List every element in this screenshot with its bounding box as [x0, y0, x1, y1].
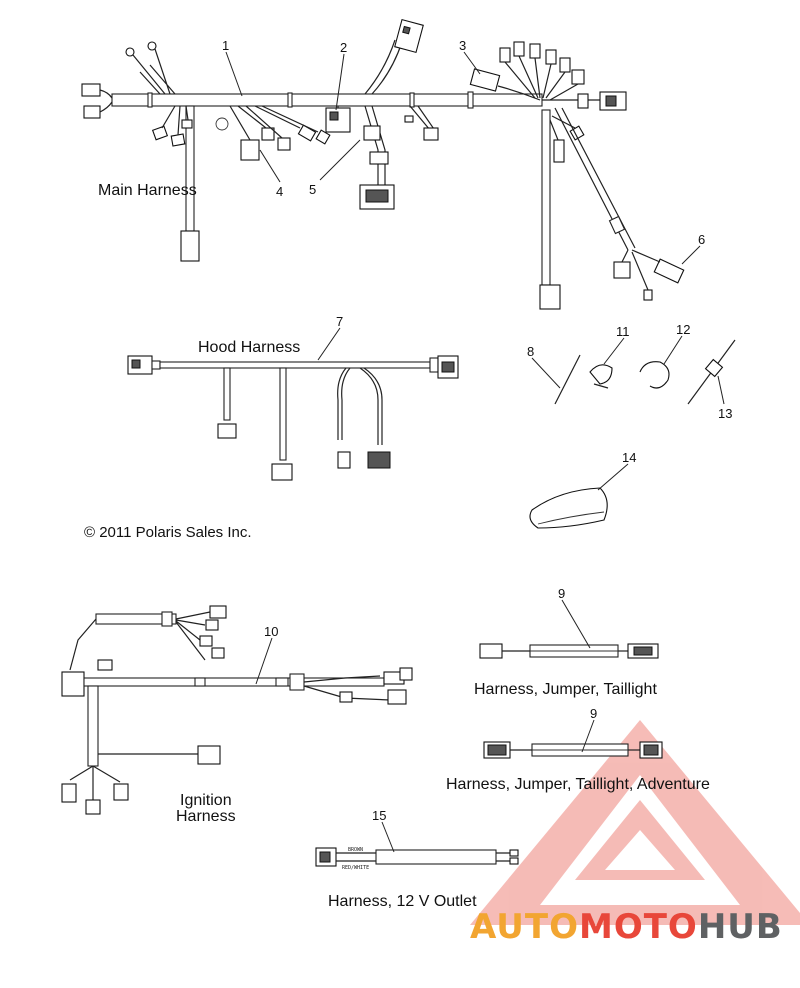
harness-labels: Main Harness Hood Harness © 2011 Polaris…	[84, 182, 710, 910]
sleeve-14	[529, 487, 608, 529]
harness-12v-outlet: BROWN RED/WHITE	[315, 847, 519, 871]
callout-1: 1	[222, 38, 229, 53]
callout-10: 10	[264, 624, 278, 639]
watermark-hub: HUB	[698, 907, 783, 947]
callout-13: 13	[718, 406, 732, 421]
hood-harness	[127, 355, 459, 481]
callout-7: 7	[336, 314, 343, 329]
callout-9-a: 9	[558, 586, 565, 601]
jumper-taillight-adventure	[483, 741, 663, 759]
label-hood-harness: Hood Harness	[198, 339, 300, 356]
watermark-logo	[470, 720, 800, 925]
callout-2: 2	[340, 40, 347, 55]
callout-14: 14	[622, 450, 636, 465]
callout-8: 8	[527, 344, 534, 359]
small-parts	[554, 339, 736, 405]
callout-12: 12	[676, 322, 690, 337]
callout-9-b: 9	[590, 706, 597, 721]
watermark-auto: AUTO	[470, 907, 579, 947]
label-main-harness: Main Harness	[98, 182, 197, 199]
label-ignition-line2: Harness	[176, 808, 236, 825]
callout-5: 5	[309, 182, 316, 197]
callout-15: 15	[372, 808, 386, 823]
ignition-harness	[61, 605, 413, 815]
label-ignition-line1: Ignition	[180, 792, 232, 809]
wire-tag-red-white: RED/WHITE	[342, 865, 369, 871]
callout-3: 3	[459, 38, 466, 53]
svg-text:AUTOMOTOHUB: AUTOMOTOHUB	[470, 907, 783, 947]
callout-numbers: 1 2 3 4 5 6 7 8 9 9 10 11 12 13 14 15	[222, 38, 732, 823]
watermark-moto: MOTO	[579, 907, 698, 947]
callout-6: 6	[698, 232, 705, 247]
copyright-text: © 2011 Polaris Sales Inc.	[84, 524, 252, 541]
callout-11: 11	[616, 324, 630, 339]
label-12v-outlet: Harness, 12 V Outlet	[328, 893, 477, 910]
watermark-wordmark: AUTOMOTOHUB	[470, 907, 783, 947]
callout-leaders	[225, 51, 725, 853]
main-harness	[81, 18, 685, 310]
wire-tag-brown: BROWN	[348, 847, 363, 853]
jumper-taillight	[479, 643, 659, 659]
callout-4: 4	[276, 184, 283, 199]
label-jumper-taillight-adventure: Harness, Jumper, Taillight, Adventure	[446, 776, 710, 793]
label-jumper-taillight: Harness, Jumper, Taillight	[474, 681, 657, 698]
